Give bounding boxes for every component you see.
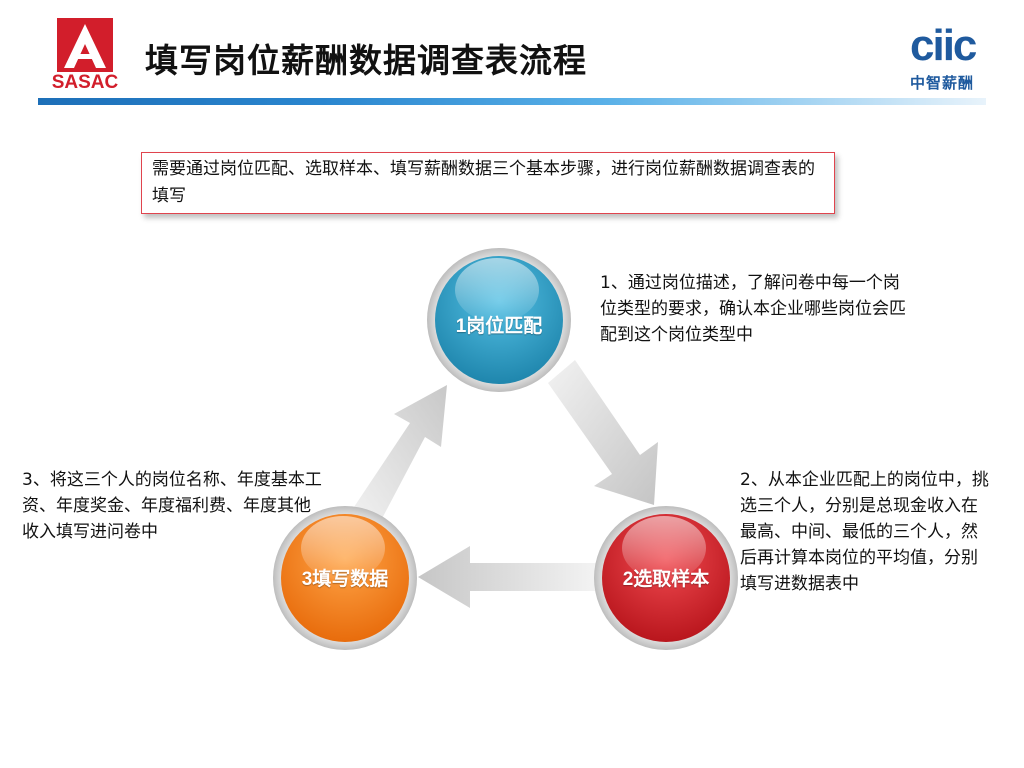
step3-label: 3填写数据 — [280, 567, 410, 592]
step3-description: 3、将这三个人的岗位名称、年度基本工资、年度奖金、年度福利费、年度其他收入填写进… — [22, 470, 322, 542]
sasac-logo: SASAC — [38, 16, 132, 93]
ciic-logo-brand: ciic — [910, 21, 977, 70]
header-divider-bar — [38, 98, 986, 105]
arrow-step3-to-step1 — [350, 385, 447, 528]
step1-number: 1 — [455, 316, 467, 337]
sasac-logo-text: SASAC — [51, 72, 119, 93]
step2-label: 2选取样本 — [601, 567, 731, 592]
ciic-logo-subtitle: 中智薪酬 — [910, 74, 975, 92]
step3-node — [273, 506, 417, 650]
step1-description: 1、通过岗位描述，了解问卷中每一个岗位类型的要求，确认本企业哪些岗位会匹配到这个… — [600, 273, 906, 345]
step2-label-text: 选取样本 — [633, 568, 710, 590]
step3-label-text: 填写数据 — [312, 568, 389, 590]
step3-number: 3 — [301, 569, 313, 590]
step2-description: 2、从本企业匹配上的岗位中，挑选三个人，分别是总现金收入在最高、中间、最低的三个… — [740, 470, 989, 594]
step2-node — [594, 506, 738, 650]
step1-label: 1岗位匹配 — [434, 314, 564, 339]
intro-callout: 需要通过岗位匹配、选取样本、填写薪酬数据三个基本步骤，进行岗位薪酬数据调查表的填… — [141, 152, 835, 214]
page-title: 填写岗位薪酬数据调查表流程 — [145, 41, 587, 80]
ciic-logo: ciic 中智薪酬 — [910, 24, 992, 94]
intro-text: 需要通过岗位匹配、选取样本、填写薪酬数据三个基本步骤，进行岗位薪酬数据调查表的填… — [152, 159, 815, 206]
step1-label-text: 岗位匹配 — [466, 315, 543, 337]
arrow-step1-to-step2 — [548, 360, 658, 505]
step1-node — [427, 248, 571, 392]
arrow-step2-to-step3 — [418, 546, 596, 608]
step2-number: 2 — [622, 569, 634, 590]
